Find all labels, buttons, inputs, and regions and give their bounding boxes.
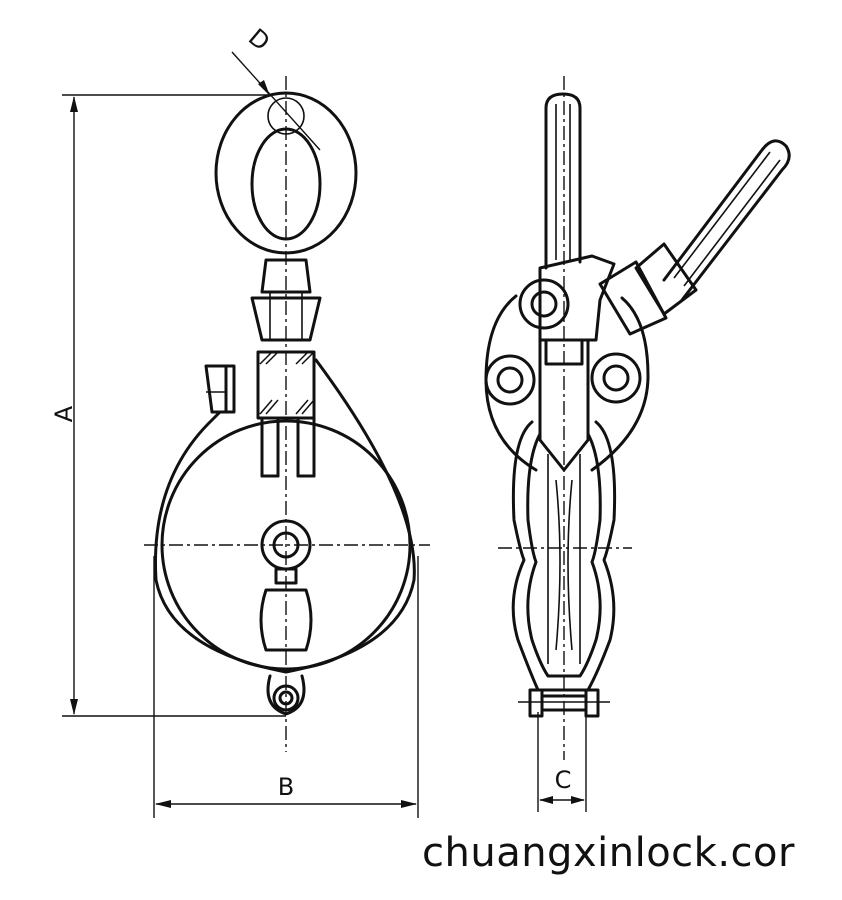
dimension-a: A bbox=[50, 94, 286, 717]
dimension-c: C bbox=[537, 712, 587, 812]
swivel-housing bbox=[518, 254, 616, 366]
website-watermark: chuangxinlock.cor bbox=[422, 830, 795, 876]
dimension-b: B bbox=[153, 556, 419, 818]
side-plate-profile bbox=[484, 294, 650, 472]
side-plate bbox=[153, 358, 416, 674]
dimension-label-a: A bbox=[50, 405, 78, 422]
tilted-eye-shank bbox=[598, 139, 791, 336]
hatched-section bbox=[259, 351, 315, 415]
dimension-label-d: D bbox=[243, 23, 275, 56]
dimension-label-b: B bbox=[278, 773, 294, 801]
front-view bbox=[144, 76, 430, 752]
swivel-neck bbox=[250, 258, 322, 342]
dimension-label-c: C bbox=[555, 766, 572, 794]
vertical-eye-shank bbox=[544, 92, 582, 270]
side-view bbox=[484, 76, 791, 760]
